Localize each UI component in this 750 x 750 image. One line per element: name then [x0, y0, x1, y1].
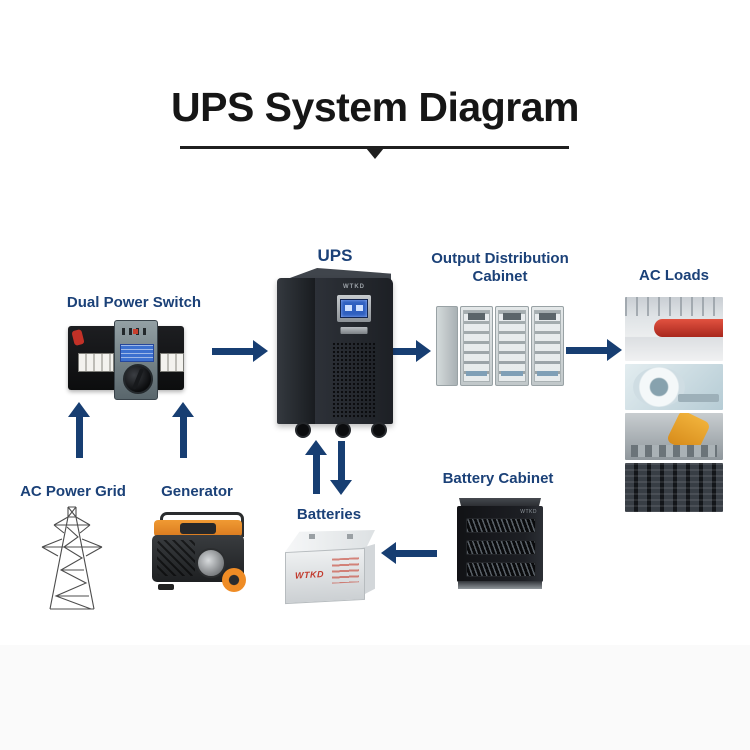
odc-bay — [460, 306, 494, 386]
dps-rotary-knob — [123, 364, 153, 394]
odc-bay — [495, 306, 529, 386]
page-title: UPS System Diagram — [170, 84, 580, 130]
odc-busbars — [463, 310, 491, 382]
arrow-generator-to-switch — [172, 402, 194, 458]
battery-cabinet-base — [458, 581, 542, 589]
battery-image: WTKD — [283, 524, 375, 608]
output-distribution-cabinet-label: Output Distribution Cabinet — [431, 250, 569, 285]
transmission-tower-image — [22, 503, 122, 615]
ups-label: UPS — [317, 246, 353, 265]
ups-caster-wheel — [335, 422, 351, 438]
battery-cabinet-image: WTKD — [456, 498, 544, 592]
ups-button-strip — [340, 327, 368, 334]
title-underline-triangle-icon — [366, 148, 384, 159]
dps-display — [120, 344, 154, 362]
arrow-cabinet-to-batteries — [381, 542, 437, 564]
industrial-robot-arms-image — [625, 413, 723, 460]
dps-breaker-row-right — [160, 353, 184, 372]
battery-cabinet-body: WTKD — [457, 506, 543, 582]
ac-power-grid-label: AC Power Grid — [20, 483, 126, 500]
ups-vent-grille — [332, 342, 376, 418]
battery-cabinet-vent-row — [466, 562, 536, 577]
dual-power-switch-image — [66, 316, 188, 402]
ups-caster-wheel — [295, 422, 311, 438]
ac-loads-label: AC Loads — [638, 267, 709, 284]
arrow-cabinet-to-loads — [566, 339, 622, 361]
mri-scanner-image — [625, 364, 723, 410]
odc-bay — [530, 306, 564, 386]
battery-front-face: WTKD — [285, 547, 365, 605]
output-distribution-cabinet-image — [436, 306, 564, 386]
bottom-background-band — [0, 645, 750, 750]
battery-terminal — [309, 534, 315, 539]
arrow-batteries-to-ups — [305, 440, 327, 494]
ups-lcd-display — [337, 295, 371, 322]
battery-cabinet-top-face — [459, 498, 541, 508]
title-underline — [180, 146, 569, 149]
generator-wheel — [222, 568, 246, 592]
dps-controller — [114, 320, 158, 400]
ups-side-panel — [277, 278, 315, 424]
arrow-switch-to-ups — [212, 340, 268, 362]
transmission-tower-drawing — [41, 506, 103, 610]
battery-brand-logo: WTKD — [295, 569, 324, 581]
battery-cabinet-vent-row — [466, 518, 536, 533]
odc-busbars — [498, 310, 526, 382]
generator-foot — [158, 584, 174, 590]
ups-body: WTKD — [277, 278, 393, 424]
arrow-grid-to-switch — [68, 402, 90, 458]
dual-power-switch-label: Dual Power Switch — [66, 294, 202, 311]
ups-brand-logo: WTKD — [343, 284, 365, 290]
ac-loads-image-stack — [625, 297, 723, 512]
ups-lcd-screen — [340, 299, 368, 318]
generator-engine — [196, 548, 226, 578]
generator-image — [150, 512, 246, 592]
generator-label: Generator — [161, 483, 233, 500]
batteries-label: Batteries — [296, 506, 362, 523]
odc-open-door — [436, 306, 458, 386]
generator-top-cover — [154, 520, 242, 537]
dps-indicator-lights — [122, 328, 150, 335]
ups-caster-wheel — [371, 422, 387, 438]
metro-station-train-image — [625, 297, 723, 361]
dps-breaker-row-left — [78, 353, 114, 372]
battery-cabinet-brand-logo: WTKD — [520, 509, 537, 515]
ups-tower-image: WTKD — [277, 268, 393, 440]
odc-busbars — [533, 310, 561, 382]
battery-terminal — [347, 534, 353, 539]
ups-front-panel: WTKD — [315, 278, 393, 424]
arrow-ups-to-batteries — [330, 441, 352, 495]
data-center-racks-image — [625, 463, 723, 512]
battery-cabinet-label: Battery Cabinet — [442, 470, 554, 487]
battery-cabinet-vent-row — [466, 540, 536, 555]
arrow-ups-to-cabinet — [381, 340, 431, 362]
